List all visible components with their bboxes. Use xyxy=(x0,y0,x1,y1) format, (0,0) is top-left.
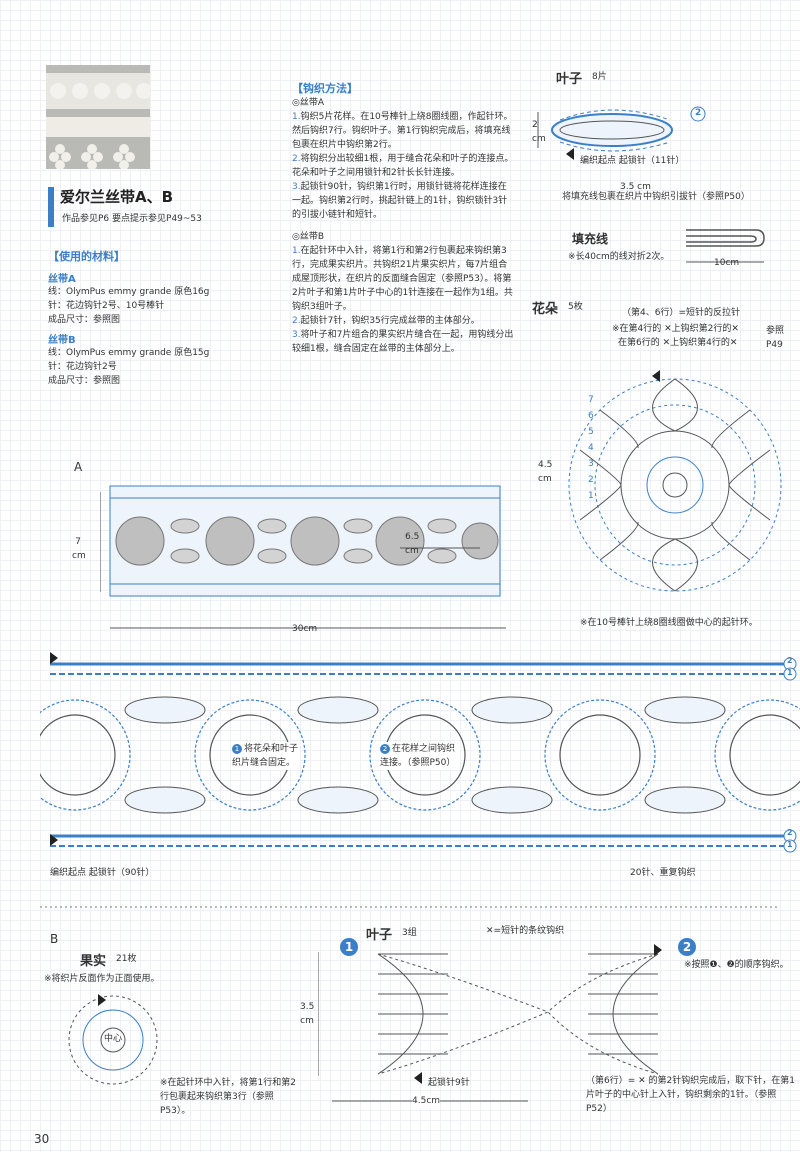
leaf-b-count: 3组 xyxy=(402,928,417,938)
fruit-count: 21枚 xyxy=(116,954,137,964)
leaf-a-title: 叶子 xyxy=(556,72,583,87)
method-b-step: 在起针环中入针，将第1行和第2行包裹起来钩织第3行，完成果实织片。共钩织21片果… xyxy=(292,246,513,312)
method-section: 【钩织方法】 ◎丝带A 1.钩织5片花样。在10号棒针上绕8圈线圈，作起针环。然… xyxy=(292,82,514,354)
leaf-b-part-2-badge: 2 xyxy=(678,936,696,956)
flower-row-labels: 7 6 5 4 3 2 1 xyxy=(588,392,594,504)
section-b-label: B xyxy=(50,932,59,946)
flower-row-5: 5 xyxy=(588,427,594,437)
material-a-line: 线：OlymPus emmy grande 原色16g xyxy=(48,287,210,297)
materials-heading: 【使用的材料】 xyxy=(48,250,125,263)
flower-row-2: 2 xyxy=(588,475,594,485)
crochet-chart-a xyxy=(40,652,800,853)
filler-length: 10cm xyxy=(714,258,740,268)
page-number: 30 xyxy=(34,1132,50,1146)
chart-a-row-2: 2 xyxy=(787,656,793,665)
material-a-name: 丝带A xyxy=(48,274,76,285)
material-b-line: 针：花边钩针2号 xyxy=(48,362,117,372)
flower-legend-1: （第4、6行）=短针的反拉针 xyxy=(622,308,740,318)
leaf-b-height: 3.5 cm xyxy=(300,1002,315,1026)
flower-count: 5枚 xyxy=(568,302,583,312)
flower-legend-2: ※在第4行的 ✕上钩织第2行的✕ xyxy=(612,324,739,334)
leaf-b-diagram xyxy=(318,944,662,1084)
leaf-b-legend: ✕=短针的条纹钩织 xyxy=(486,926,565,936)
material-a-line: 成品尺寸：参照图 xyxy=(48,315,121,325)
chart-a-repeat: 20针、重复钩织 xyxy=(630,868,696,878)
flower-ref: 参照 P49 xyxy=(766,326,785,350)
chart-a-row-1: 1 xyxy=(787,668,793,677)
chart-a-note-2-text: 在花样之间钩织连接。（参照P50） xyxy=(380,744,456,768)
method-b-step: 起锁针7针，钩织35行完成丝带的主体部分。 xyxy=(300,316,480,326)
filler-diagram xyxy=(686,229,765,263)
ribbon-photo xyxy=(46,65,150,169)
flower-note: ※在10号棒针上绕8圈线圈做中心的起针环。 xyxy=(580,618,758,628)
leaf-a-diagram xyxy=(537,106,706,160)
flower-row-6: 6 xyxy=(588,411,594,421)
method-a-step: 起锁针90针，钩织第1行时，用锁针链将花样连接在一起。钩织第2行时，挑起针链上的… xyxy=(292,182,508,220)
chart-a-note-1-text: 将花朵和叶子织片缝合固定。 xyxy=(232,744,299,768)
filler-note: ※长40cm的线对折2次。 xyxy=(568,252,670,262)
method-b-step: 将叶子和7片组合的果实织片缝合在一起，用钩线分出较细1根，缝合固定在丝带的主体部… xyxy=(292,330,514,354)
chart-a-start: 编织起点 起锁针（90针） xyxy=(50,868,155,878)
title-accent-bar xyxy=(48,187,54,227)
chart-a-row-1-bottom: 1 xyxy=(787,840,793,849)
material-b-line: 线：OlymPus emmy grande 原色15g xyxy=(48,348,210,358)
leaf-a-start: 编织起点 起锁针（11针） xyxy=(580,156,685,166)
leaf-b-title: 叶子 xyxy=(366,928,393,943)
ribbon-a-flower-gap: 6.5 cm xyxy=(405,532,420,556)
leaf-b-part-2: 2 xyxy=(678,938,696,956)
fruit-title: 果实 xyxy=(80,954,107,969)
material-b-line: 成品尺寸：参照图 xyxy=(48,376,121,386)
page-subtitle: 作品参见P6 要点提示参见P49~53 xyxy=(62,214,202,224)
chart-a-row-2-bottom: 2 xyxy=(787,828,793,837)
leaf-b-width: 4.5cm xyxy=(412,1094,441,1108)
ribbon-a-label: A xyxy=(74,460,83,474)
leaf-b-part-1-badge: 1 xyxy=(340,936,358,956)
material-b-name: 丝带B xyxy=(48,335,76,346)
leaf-b-part-1: 1 xyxy=(340,938,358,956)
flower-legend-3: 在第6行的 ✕上钩织第4行的✕ xyxy=(618,338,738,348)
leaf-a-count: 8片 xyxy=(592,72,607,82)
method-heading: 【钩织方法】 xyxy=(292,82,358,95)
ribbon-a-length: 30cm xyxy=(292,624,318,634)
flower-row-1: 1 xyxy=(588,491,594,501)
fruit-note: ※将织片反面作为正面使用。 xyxy=(44,974,160,984)
leaf-b-note: （第6行）= ✕ 的第2针钩织完成后，取下针，在第1片叶子的中心针上入针，钩织剩… xyxy=(586,1076,795,1114)
leaf-a-width: 3.5 cm xyxy=(620,182,651,192)
fruit-note-2: ※在起针环中入针，将第1行和第2行包裹起来钩织第3行（参照P53）。 xyxy=(160,1078,296,1116)
leaf-b-order: ※按照❶、❷的顺序钩织。 xyxy=(684,960,789,970)
fruit-center: 中心 xyxy=(104,1034,123,1044)
leaf-a-row-2: 2 xyxy=(695,108,702,118)
ribbon-a-length-line xyxy=(110,627,506,629)
section-divider xyxy=(40,906,780,908)
flower-size: 4.5 cm xyxy=(538,460,553,484)
ribbon-a-height: 7 cm xyxy=(72,537,86,561)
flower-row-4: 4 xyxy=(588,443,594,453)
leaf-a-note: 将填充线包裹在织片中钩织引拔针（参照P50） xyxy=(562,192,750,202)
method-b-title: ◎丝带B xyxy=(292,232,325,242)
method-a-title: ◎丝带A xyxy=(292,98,325,108)
materials-section: 【使用的材料】 丝带A 线：OlymPus emmy grande 原色16g … xyxy=(48,248,268,388)
page-title: 爱尔兰丝带A、B xyxy=(60,188,174,206)
fruit-diagram xyxy=(68,994,158,1085)
leaf-a-height: 2 cm xyxy=(532,120,546,144)
flower-title: 花朵 xyxy=(532,302,559,317)
flower-row-3: 3 xyxy=(588,459,594,469)
filler-title: 填充线 xyxy=(572,232,609,246)
method-a-step: 将钩织分出较细1根，用于缝合花朵和叶子的连接点。花朵和叶子之间用锁针和2针长长针… xyxy=(292,154,514,178)
material-a-line: 针：花边钩针2号、10号棒针 xyxy=(48,301,165,311)
flower-row-7: 7 xyxy=(588,395,594,405)
method-a-step: 钩织5片花样。在10号棒针上绕8圈线圈，作起针环。然后钩织7行。钩织叶子。第1行… xyxy=(292,112,513,150)
ribbon-a-diagram xyxy=(100,485,501,597)
leaf-b-start: 起锁针9针 xyxy=(428,1078,470,1088)
flower-diagram xyxy=(568,370,782,592)
